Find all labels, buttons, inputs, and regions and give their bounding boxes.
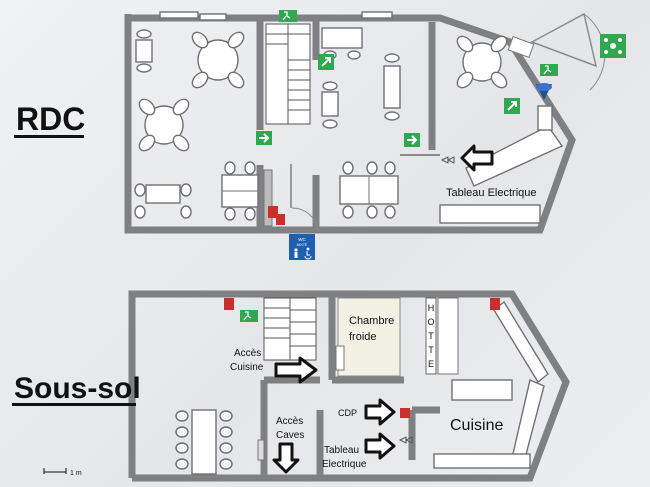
hotte-letter: T: [428, 345, 434, 355]
pillar: [263, 169, 273, 227]
kitchen-island: [451, 379, 513, 401]
door-jamb: [290, 164, 292, 208]
door-frame: [507, 36, 535, 58]
exit-arrow-icon: [404, 133, 420, 147]
table-group-left: [134, 183, 192, 219]
fire-extinguisher-icon: [400, 408, 410, 418]
square-table: [321, 81, 339, 129]
round-table: [138, 98, 190, 152]
hotte-letter: O: [427, 317, 434, 327]
door-swing: [291, 207, 319, 231]
wc-accessible-icon: WC MIXTE: [289, 234, 315, 260]
direction-arrow-icon: [274, 356, 318, 384]
emergency-exit-sign-icon: [279, 10, 297, 22]
square-table: [135, 29, 153, 73]
basement-title-underline: [12, 403, 136, 406]
direction-arrow-icon: [460, 144, 494, 172]
ground-floor-plan: WC MIXTE Tableau Electrique: [124, 10, 626, 260]
scale-bar: 1 m: [43, 468, 82, 477]
tableau-electrique-label: Tableau Electrique: [446, 187, 537, 199]
chambre-froide-label: Chambre: [349, 315, 394, 327]
entrance-door: [530, 12, 598, 68]
ground-outer-wall: [124, 14, 576, 234]
hotte-letter: T: [428, 331, 434, 341]
direction-arrow-icon: [272, 442, 300, 474]
fire-extinguisher-icon: [268, 206, 285, 225]
basement-staircase-icon: [263, 297, 317, 361]
exit-arrow-icon: [318, 54, 334, 70]
hotte-letter: E: [428, 359, 434, 369]
cold-room-door: [335, 345, 345, 371]
cellar-door: [257, 439, 265, 461]
scale-label: 1 m: [70, 470, 82, 477]
direction-arrow-icon: [364, 398, 396, 426]
wc-label-mixte: MIXTE: [297, 243, 308, 247]
tableau-electrique-basement-label-line2: Electrique: [322, 459, 367, 470]
table-group-middle: [221, 161, 259, 221]
direction-arrow-icon: [364, 432, 396, 460]
tableau-electrique-basement-label: Tableau: [324, 445, 359, 456]
acces-caves-label-line2: Caves: [276, 430, 304, 441]
ground-floor-title-underline: [14, 135, 84, 138]
exit-arrow-icon: [504, 98, 520, 114]
hotte-vertical-label: H O T T E: [427, 303, 434, 369]
window-bench: [159, 11, 199, 19]
kitchen-counter-bottom: [433, 453, 531, 469]
emergency-exit-sign-icon: [540, 64, 558, 76]
ground-floor-title: RDC: [16, 101, 85, 137]
hotte-box: [425, 297, 437, 375]
bar-counter: [465, 125, 564, 187]
acces-caves-label: Accès: [276, 416, 303, 427]
radiator: [199, 13, 227, 21]
wc-label: WC: [298, 237, 306, 242]
kitchen-counter-right-upper: [493, 300, 549, 384]
table-group-right: [339, 161, 399, 219]
wifi-badge-icon: [536, 83, 552, 100]
electric-panel-marker: [440, 156, 455, 164]
square-table: [383, 53, 401, 121]
radiator: [361, 11, 393, 19]
round-table: [191, 31, 245, 89]
bar-end: [537, 105, 553, 131]
ground-staircase-icon: [265, 23, 311, 125]
basement-title: Sous-sol: [14, 372, 141, 405]
electric-panel-marker: [398, 436, 413, 444]
emergency-exit-sign-icon: [240, 310, 258, 322]
fire-extinguisher-icon: [490, 298, 500, 310]
cuisine-label: Cuisine: [450, 417, 503, 434]
assembly-point-icon: [600, 34, 626, 58]
acces-cuisine-label: Accès: [234, 348, 261, 359]
cellar-units: [175, 409, 233, 475]
basement-outer-wall: [128, 290, 570, 482]
chambre-froide-label-line2: froide: [349, 331, 377, 343]
cdp-label: CDP: [338, 408, 357, 418]
exit-arrow-icon: [256, 131, 272, 145]
hood-counter: [437, 297, 459, 375]
round-table: [456, 35, 508, 89]
bench-seat: [439, 204, 541, 224]
hotte-letter: H: [428, 303, 435, 313]
acces-cuisine-label-line2: Cuisine: [230, 362, 264, 373]
fire-extinguisher-icon: [224, 298, 234, 310]
cold-room: [337, 297, 401, 377]
basement-plan: H O T T E: [128, 290, 570, 482]
